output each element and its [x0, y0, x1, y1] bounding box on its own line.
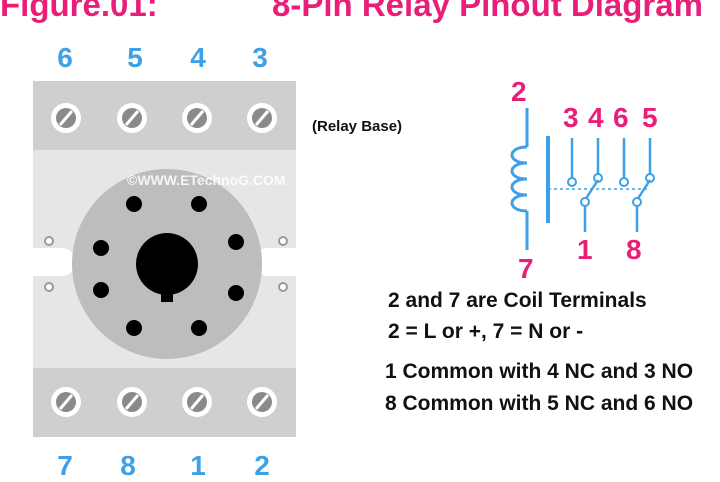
- note-common-1: 1 Common with 4 NC and 3 NO: [385, 360, 694, 383]
- pin-hole: [228, 234, 244, 250]
- pin-hole: [191, 196, 207, 212]
- screw-icon: [51, 387, 81, 417]
- coil-icon: [510, 145, 528, 213]
- pin-hole: [191, 320, 207, 336]
- socket-center-hole: [136, 233, 198, 295]
- mounting-hole: [278, 236, 288, 246]
- top-pin-number: 4: [190, 42, 206, 73]
- mounting-hole: [278, 282, 288, 292]
- note-coil-terminals: 2 and 7 are Coil Terminals: [388, 289, 647, 312]
- note-common-8: 8 Common with 5 NC and 6 NO: [385, 392, 694, 415]
- screw-icon: [117, 103, 147, 133]
- pin-hole: [228, 285, 244, 301]
- header-band: Figure.01: 8-Pin Relay Pinout Diagram: [0, 0, 720, 26]
- top-pin-number: 5: [127, 42, 143, 73]
- schematic-label-coil-bottom: 7: [518, 253, 534, 284]
- mounting-hole: [44, 282, 54, 292]
- screw-icon: [247, 387, 277, 417]
- schematic-label-contact: 5: [642, 102, 658, 133]
- pin-hole: [126, 196, 142, 212]
- mounting-slot-left: [33, 248, 76, 276]
- top-pin-number: 6: [57, 42, 73, 73]
- screw-icon: [247, 103, 277, 133]
- top-pin-number: 3: [252, 42, 268, 73]
- bottom-pin-number: 7: [57, 450, 73, 481]
- mounting-hole: [44, 236, 54, 246]
- schematic-label-coil-top: 2: [511, 76, 527, 107]
- schematic-label-contact: 3: [563, 102, 579, 133]
- screw-icon: [182, 387, 212, 417]
- schematic-label-contact: 4: [588, 102, 604, 133]
- switch-arm-1: [583, 179, 600, 201]
- contact-terminal: [567, 177, 577, 187]
- pin-hole: [126, 320, 142, 336]
- contact-terminal: [580, 197, 590, 207]
- screw-icon: [182, 103, 212, 133]
- mounting-slot-right: [253, 248, 296, 276]
- socket-key-notch: [161, 292, 173, 302]
- bottom-pin-number: 8: [120, 450, 136, 481]
- schematic-label-contact: 1: [577, 234, 593, 265]
- screw-icon: [117, 387, 147, 417]
- bottom-pin-number: 2: [254, 450, 270, 481]
- contact-terminal: [632, 197, 642, 207]
- schematic-label-contact: 8: [626, 234, 642, 265]
- screw-icon: [51, 103, 81, 133]
- figure-label: Figure.01:: [0, 0, 158, 23]
- relay-base-caption: (Relay Base): [312, 118, 403, 135]
- bottom-pin-number: 1: [190, 450, 206, 481]
- schematic-label-contact: 6: [613, 102, 629, 133]
- note-coil-polarity: 2 = L or +, 7 = N or -: [388, 320, 584, 343]
- contact-terminal: [619, 177, 629, 187]
- figure-title: 8-Pin Relay Pinout Diagram: [272, 0, 703, 23]
- pin-hole: [93, 282, 109, 298]
- pin-hole: [93, 240, 109, 256]
- watermark: ©WWW.ETechnoG.COM: [127, 172, 286, 188]
- switch-arm-2: [635, 179, 652, 201]
